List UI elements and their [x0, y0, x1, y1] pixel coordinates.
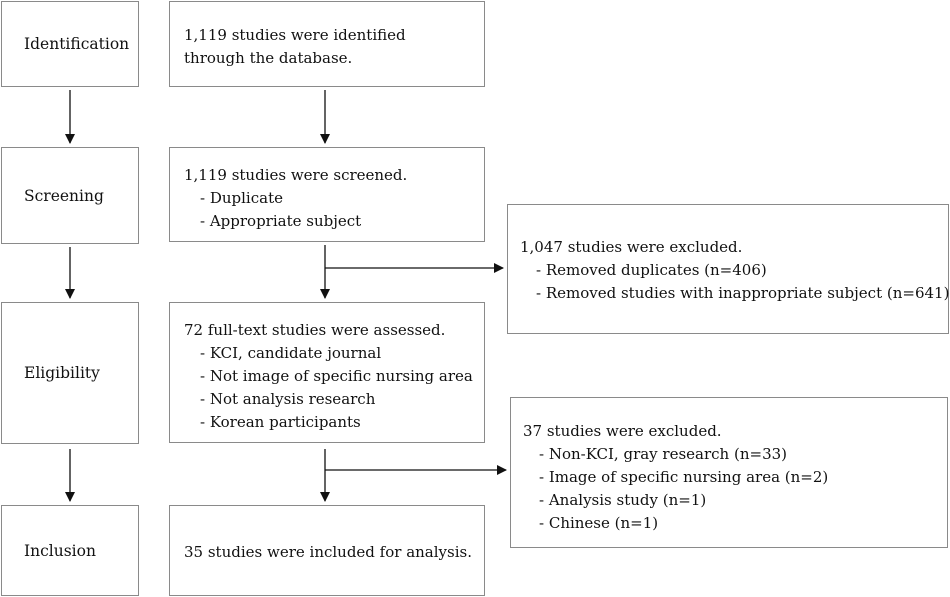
stage-screening: Screening [1, 147, 139, 244]
screening-heading: 1,119 studies were screened. [184, 166, 408, 184]
eligibility-item: - Not image of specific nursing area [200, 367, 473, 385]
excluded-1-heading: 1,047 studies were excluded. [520, 238, 743, 256]
eligibility-item: - Not analysis research [200, 390, 376, 408]
stage-identification: Identification [1, 1, 139, 87]
excluded-box-1: 1,047 studies were excluded. - Removed d… [507, 204, 949, 334]
eligibility-item: - KCI, candidate journal [200, 344, 382, 362]
stage-eligibility: Eligibility [1, 302, 139, 444]
excluded-2-item: - Image of specific nursing area (n=2) [539, 468, 829, 486]
screening-item: - Duplicate [200, 189, 283, 207]
stage-inclusion-label: Inclusion [24, 541, 96, 560]
identification-box: 1,119 studies were identified through th… [169, 1, 485, 87]
identification-text: 1,119 studies were identified through th… [184, 26, 406, 67]
inclusion-box: 35 studies were included for analysis. [169, 505, 485, 596]
eligibility-box: 72 full-text studies were assessed. - KC… [169, 302, 485, 443]
excluded-box-2: 37 studies were excluded. - Non-KCI, gra… [510, 397, 948, 548]
stage-eligibility-label: Eligibility [24, 364, 100, 382]
stage-screening-label: Screening [24, 186, 104, 205]
stage-inclusion: Inclusion [1, 505, 139, 596]
eligibility-item: - Korean participants [200, 413, 361, 431]
excluded-2-heading: 37 studies were excluded. [523, 422, 722, 440]
excluded-2-item: - Chinese (n=1) [539, 514, 659, 532]
excluded-2-item: - Analysis study (n=1) [539, 491, 707, 509]
stage-identification-label: Identification [24, 35, 130, 53]
excluded-1-item: - Removed duplicates (n=406) [536, 261, 767, 279]
inclusion-text: 35 studies were included for analysis. [184, 543, 472, 561]
screening-item: - Appropriate subject [200, 212, 362, 230]
excluded-2-item: - Non-KCI, gray research (n=33) [539, 445, 788, 463]
eligibility-heading: 72 full-text studies were assessed. [184, 321, 446, 339]
screening-box: 1,119 studies were screened. - Duplicate… [169, 147, 485, 242]
excluded-1-item: - Removed studies with inappropriate sub… [536, 284, 950, 302]
